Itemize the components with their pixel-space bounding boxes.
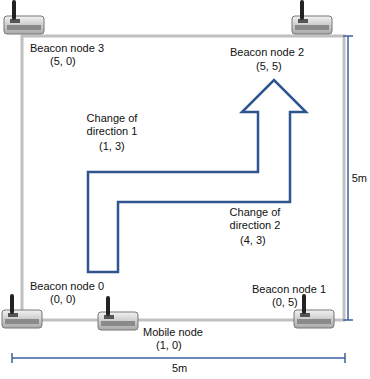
dimension: 5m [172, 362, 187, 375]
node-name: Beacon node 2 [230, 46, 304, 59]
coordinate: (1, 3) [99, 140, 125, 153]
coordinate: (0, 0) [50, 293, 76, 306]
area-square [22, 36, 344, 320]
node-name: Mobile node [143, 326, 203, 339]
beacon-icon [2, 296, 42, 328]
beacon-icon [292, 2, 332, 34]
dimension-lines [12, 36, 353, 363]
beacon-icon [98, 298, 138, 330]
coordinate: (5, 5) [256, 60, 282, 73]
coordinate: (0, 5) [272, 296, 298, 309]
turn-label: Change of direction 1 [81, 112, 143, 138]
beacon-icon [4, 2, 44, 34]
coordinate: (1, 0) [156, 339, 182, 352]
node-name: Beacon node 3 [30, 42, 104, 55]
dimension: 5m [352, 172, 367, 185]
coordinate: (5, 0) [50, 55, 76, 68]
node-name: Beacon node 0 [30, 280, 104, 293]
path-arrow [88, 80, 306, 272]
turn-label: Change of direction 2 [224, 206, 286, 232]
coordinate: (4, 3) [240, 234, 266, 247]
node-name: Beacon node 1 [252, 283, 326, 296]
beacon-icon [294, 296, 334, 328]
